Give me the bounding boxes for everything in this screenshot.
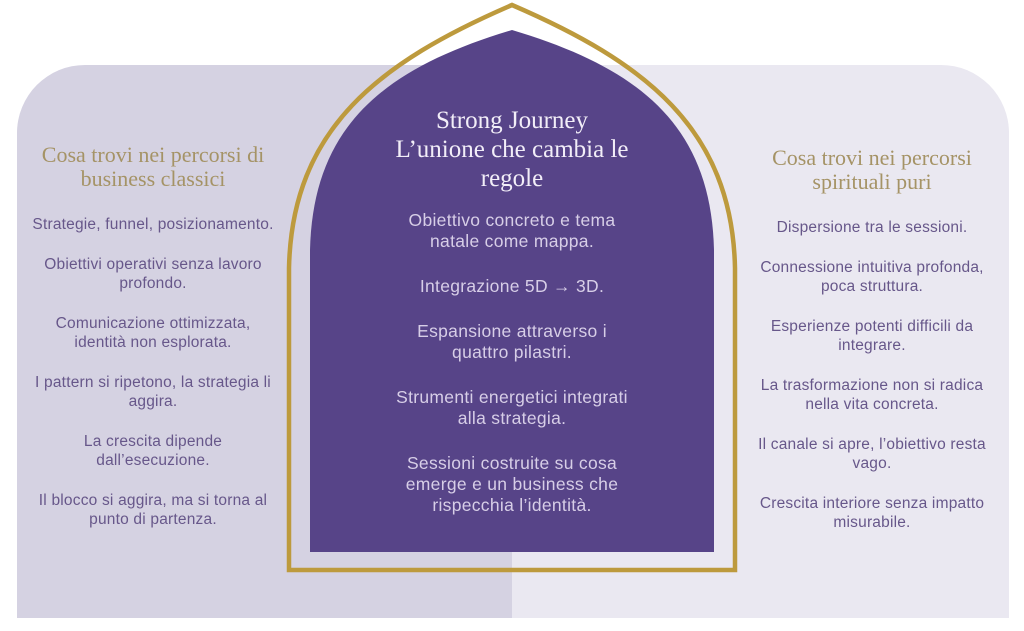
center-arch-column: Strong Journey L’unione che cambia le re… [337,106,687,516]
arch-title: Strong Journey L’unione che cambia le re… [395,107,629,192]
arch-item: Sessioni costruite su cosa emerge e un b… [405,453,619,515]
right-panel-item: Il canale si apre, l’obiettivo resta vag… [758,436,986,472]
right-panel-item: Dispersione tra le sessioni. [776,219,968,236]
arch-item: Strumenti energetici integrati alla stra… [396,387,628,428]
arch-item: Obiettivo concreto e tema natale come ma… [408,210,616,251]
left-column: Cosa trovi nei percorsi di business clas… [17,143,289,529]
arch-item: Espansione attraverso i quattro pilastri… [417,321,607,362]
purple-arch-shape [310,30,714,552]
left-panel-item: La crescita dipende dall’esecuzione. [83,433,223,469]
right-panel-title: Cosa trovi nei percorsi spirituali puri [772,145,972,194]
right-panel-item: La trasformazione non si radica nella vi… [760,377,984,413]
gold-arch-outline [286,2,738,573]
right-column: Cosa trovi nei percorsi spirituali puri … [735,146,1009,532]
right-panel-item: Esperienze potenti difficili da integrar… [770,318,974,354]
left-panel-items: Strategie, funnel, posizionamento. Obiet… [17,215,289,529]
right-panel-items: Dispersione tra le sessioni. Connessione… [735,218,1009,532]
left-panel-item: Comunicazione ottimizzata, identità non … [55,315,251,351]
left-panel-item: Il blocco si aggira, ma si torna al punt… [38,492,268,528]
left-panel-item: Strategie, funnel, posizionamento. [32,216,274,233]
left-panel-title: Cosa trovi nei percorsi di business clas… [41,142,265,191]
arch-item: Integrazione 5D → 3D. [419,276,605,296]
right-panel-item: Crescita interiore senza impatto misurab… [759,495,985,531]
left-panel-item: Obiettivi operativi senza lavoro profond… [44,256,262,292]
right-panel-item: Connessione intuitiva profonda, poca str… [760,259,984,295]
arch-items: Obiettivo concreto e tema natale come ma… [337,210,687,516]
left-panel-item: I pattern si ripetono, la strategia li a… [35,374,271,410]
